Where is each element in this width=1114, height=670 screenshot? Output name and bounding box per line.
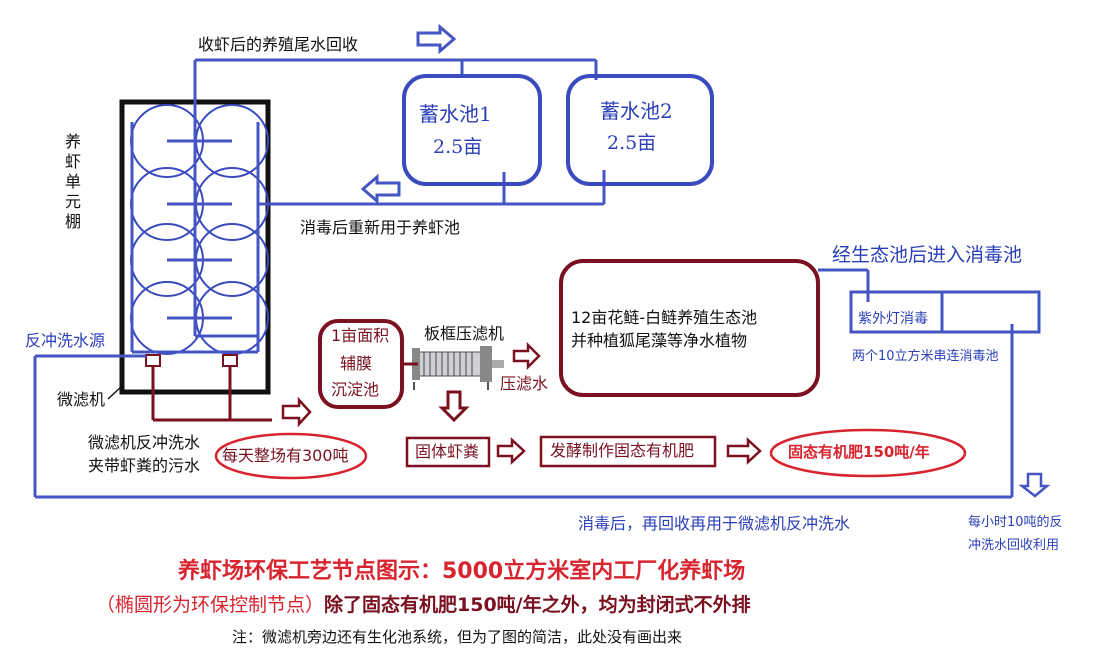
sedimentation-label-2: 辅膜: [340, 354, 373, 373]
arrow-down-backwash: [1018, 472, 1051, 498]
eco-pond-label-2: 并种植狐尾藻等净水植物: [571, 331, 748, 350]
fertilizer-ellipse: [769, 428, 967, 478]
shed-char: 元: [64, 192, 81, 211]
wastewater-label-2: 夹带虾粪的污水: [88, 456, 201, 475]
arrow-to-eco-pond: [512, 341, 541, 371]
shed-char: 养: [64, 132, 81, 151]
pool-1-name: 蓄水池1: [419, 102, 492, 126]
footer-subtitle-paren: （椭圆形为环保控制节点）: [96, 594, 325, 616]
shed-char: 虾: [64, 152, 81, 171]
footer-title: 养虾场环保工艺节点图示：5000立方米室内工厂化养虾场: [178, 559, 746, 584]
disinfection-tanks: [849, 290, 1041, 334]
arrow-to-fermentation: [496, 437, 526, 465]
arrow-right-top: [416, 23, 457, 55]
hourly-label-1: 每小时10吨的反: [968, 515, 1063, 530]
wastewater-pipe: [151, 366, 272, 422]
footer-subtitle-bold: 除了固态有机肥150吨/年之外，均为封闭式不外排: [324, 594, 751, 616]
pool-2: [566, 74, 714, 186]
arrow-to-sedimentation: [281, 396, 312, 428]
backwash-return-pipe: [33, 324, 1014, 499]
daily-volume-ellipse: [214, 432, 368, 480]
arrow-down-solid: [438, 390, 470, 423]
reuse-backwash-label: 消毒后，再回收再用于微滤机反冲洗水: [578, 514, 851, 533]
daily-volume-label: 每天整场有300吨: [222, 446, 349, 465]
two-tanks-label: 两个10立方米串连消毒池: [852, 349, 999, 364]
shed-char: 单: [64, 172, 81, 191]
shed-char: 棚: [64, 212, 81, 231]
microfilter-right: [222, 354, 238, 367]
press-water-label: 压滤水: [500, 374, 549, 393]
microfilter-left: [145, 354, 161, 367]
backwash-source-label: 反冲洗水源: [25, 331, 106, 350]
ecological-pond: [559, 259, 820, 397]
pool-1: [402, 74, 542, 186]
filter-press-label: 板框压滤机: [424, 324, 505, 343]
sedimentation-label-1: 1亩面积: [331, 326, 390, 345]
eco-pond-label-1: 12亩花鲢-白鲢养殖生态池: [571, 308, 758, 327]
hourly-label-2: 冲洗水回收利用: [968, 538, 1060, 553]
to-disinfection-label: 经生态池后进入消毒池: [832, 244, 1023, 266]
pool-2-area: 2.5亩: [607, 132, 657, 154]
filter-press-image: [412, 346, 504, 390]
solid-waste-label: 固体虾粪: [415, 442, 480, 461]
pool-2-name: 蓄水池2: [600, 99, 673, 123]
footer-note: 注：微滤机旁边还有生化池系统，但为了图的简洁，此处没有画出来: [232, 628, 683, 646]
microfilter-label: 微滤机: [57, 390, 106, 409]
recycle-label: 收虾后的养殖尾水回收: [198, 35, 359, 54]
fermentation-box: [539, 435, 717, 468]
arrow-left-reuse: [360, 173, 401, 205]
uv-label: 紫外灯消毒: [858, 311, 928, 327]
arrow-to-fertilizer: [726, 437, 762, 465]
wastewater-label-1: 微滤机反冲洗水: [88, 433, 201, 452]
shed-piping: [130, 60, 604, 354]
reuse-label: 消毒后重新用于养虾池: [300, 218, 461, 237]
fertilizer-label: 固态有机肥150吨/年: [788, 443, 930, 461]
pool-1-area: 2.5亩: [433, 136, 483, 158]
footer-subtitle: （椭圆形为环保控制节点）除了固态有机肥150吨/年之外，均为封闭式不外排: [96, 596, 751, 615]
sedimentation-label-3: 沉淀池: [331, 380, 380, 399]
fermentation-label: 发酵制作固态有机肥: [550, 441, 695, 460]
solid-waste-box: [405, 436, 491, 468]
